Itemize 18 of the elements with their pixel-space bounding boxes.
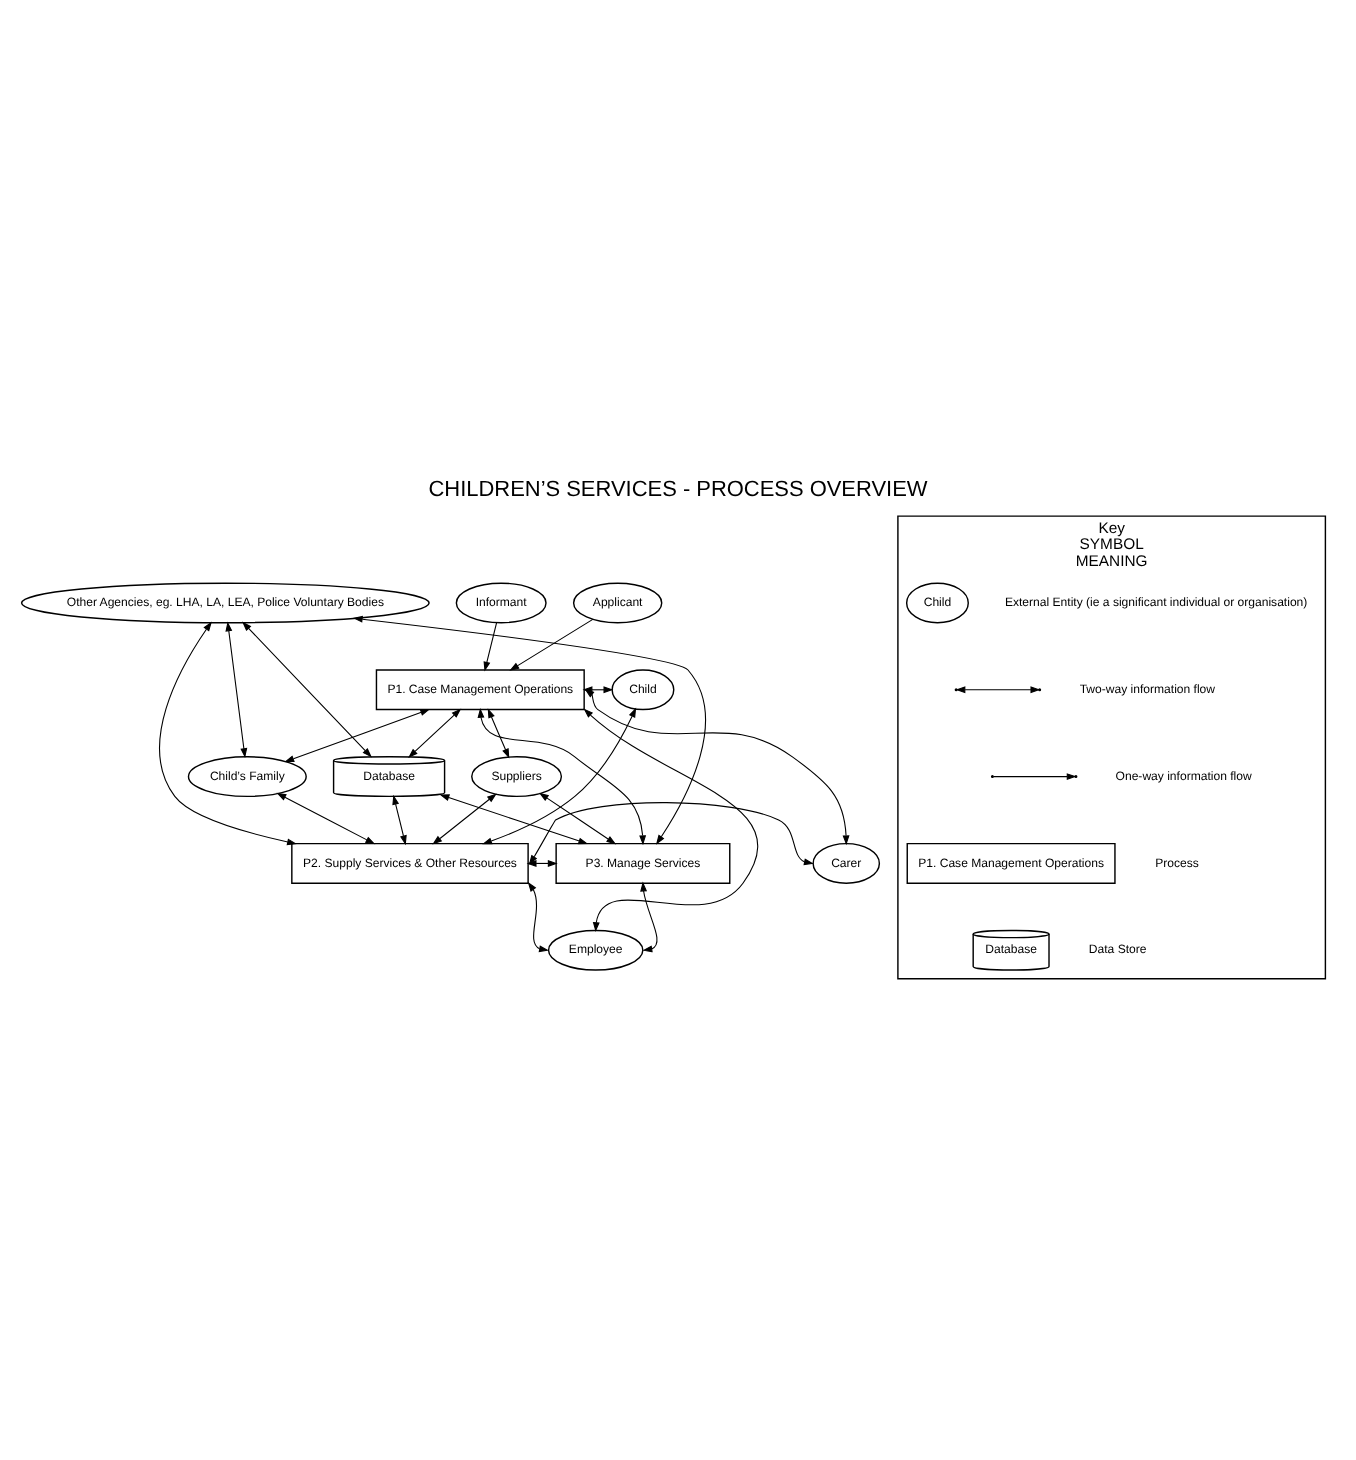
arrow xyxy=(159,620,297,845)
diagram-title: CHILDREN’S SERVICES - PROCESS OVERVIEW xyxy=(428,477,928,502)
arrow xyxy=(284,708,431,762)
arrow xyxy=(432,792,497,844)
arrow xyxy=(242,620,372,757)
arrow xyxy=(352,614,706,844)
arrow xyxy=(225,620,248,758)
arrow xyxy=(640,880,658,952)
arrow xyxy=(276,791,376,844)
arrow xyxy=(483,621,498,671)
arrow xyxy=(408,707,462,757)
arrow xyxy=(392,793,407,845)
arrow xyxy=(509,617,594,670)
arrow xyxy=(439,793,589,844)
arrow xyxy=(538,791,617,844)
arrow xyxy=(583,707,759,932)
arrow xyxy=(487,707,510,758)
arrow xyxy=(527,880,549,952)
